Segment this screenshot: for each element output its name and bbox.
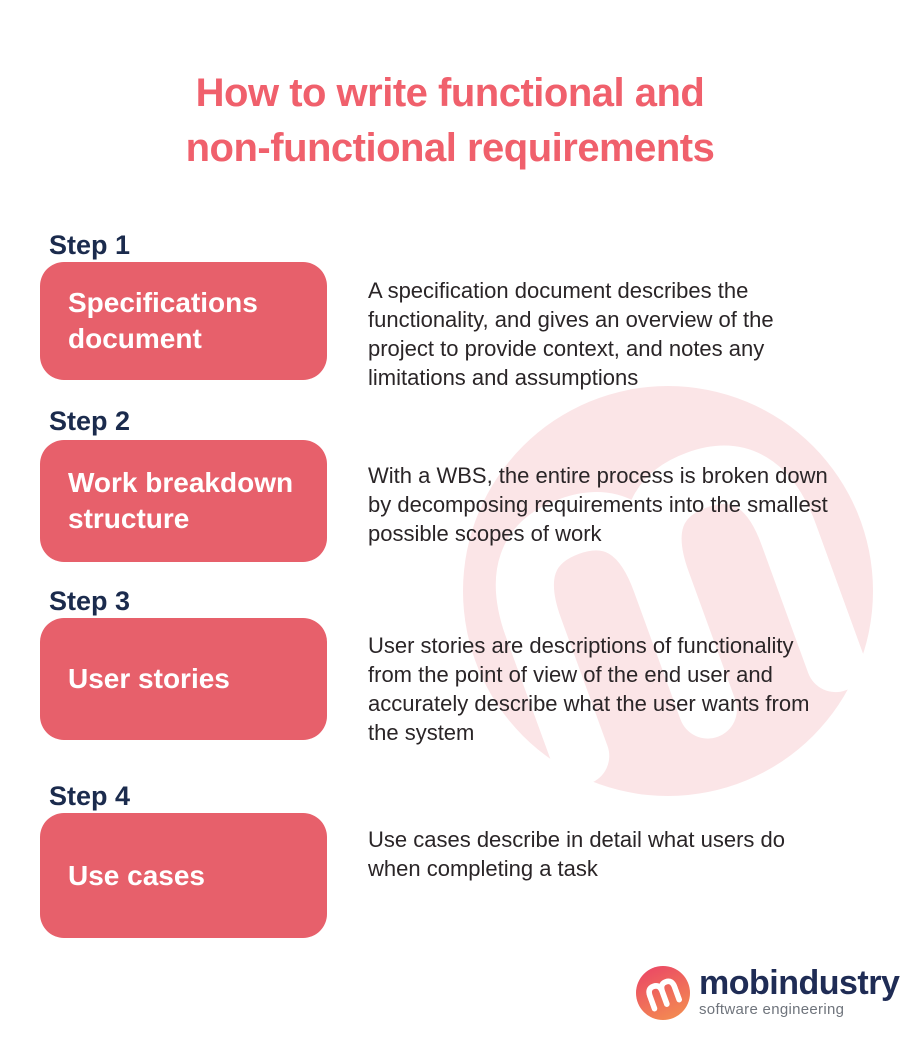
logo-brand-name: mobindustry bbox=[699, 964, 900, 1002]
step-2-box: Work breakdown structure bbox=[40, 440, 327, 562]
mobindustry-logo: mobindustry software engineering bbox=[636, 964, 900, 1020]
mobindustry-logo-text: mobindustry software engineering bbox=[699, 964, 900, 1018]
step-2-label: Step 2 bbox=[49, 406, 131, 436]
m-glyph-icon bbox=[646, 978, 683, 1011]
step-4-box: Use cases bbox=[40, 813, 327, 938]
mobindustry-watermark-icon bbox=[463, 386, 873, 796]
mobindustry-logo-icon bbox=[636, 966, 690, 1020]
step-3-description: User stories are descriptions of functio… bbox=[368, 633, 810, 745]
page-title-line2: non-functional requirements bbox=[185, 126, 715, 170]
logo-tagline: software engineering bbox=[699, 1001, 845, 1018]
step-1-box-label: Specifications document bbox=[68, 287, 258, 354]
step-1-label: Step 1 bbox=[49, 230, 131, 260]
step-3-box-label: User stories bbox=[68, 663, 230, 694]
step-4-description: Use cases describe in detail what users … bbox=[368, 827, 785, 881]
step-3-box: User stories bbox=[40, 618, 327, 740]
step-1-box: Specifications document bbox=[40, 262, 327, 380]
page-title-line1: How to write functional and bbox=[195, 71, 705, 115]
step-2-description: With a WBS, the entire process is broken… bbox=[368, 463, 828, 546]
step-3-label: Step 3 bbox=[49, 586, 131, 616]
step-1-description: A specification document describes the f… bbox=[368, 278, 774, 390]
page-title: How to write functional and non-function… bbox=[0, 66, 900, 176]
step-4-box-label: Use cases bbox=[68, 859, 206, 891]
m-glyph-icon bbox=[495, 445, 865, 786]
step-2-box-label: Work breakdown structure bbox=[68, 467, 294, 534]
step-4-label: Step 4 bbox=[49, 781, 131, 811]
